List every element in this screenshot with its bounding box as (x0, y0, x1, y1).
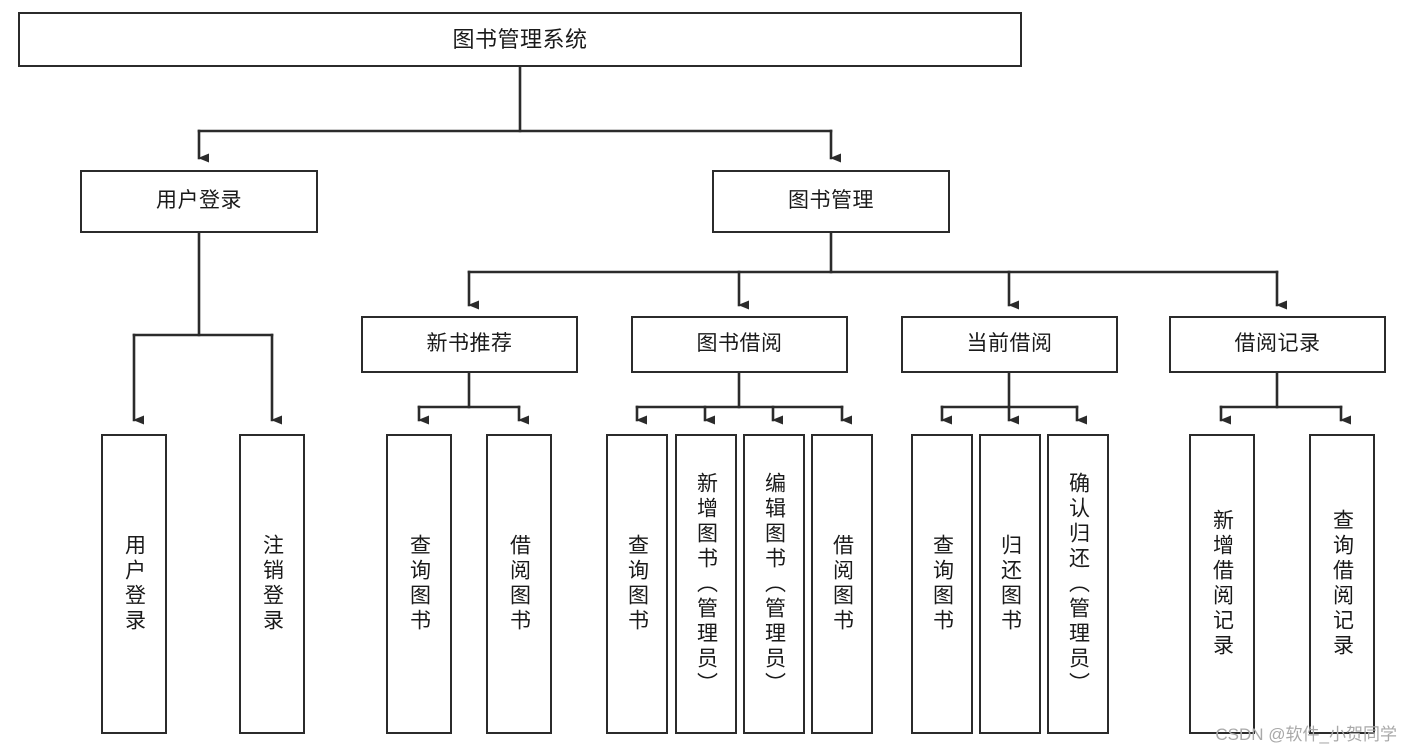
node-label: 查询图书 (407, 534, 431, 634)
node-label: 新书推荐 (426, 332, 513, 356)
node-label: 用户登录 (156, 189, 242, 213)
node-label: 查询图书 (930, 534, 954, 634)
node-label: 新增图书（管理员） (694, 471, 718, 697)
node-label: 查询图书 (625, 534, 649, 634)
node-label: 注销登录 (260, 534, 284, 634)
node-current-borrow[interactable]: 当前借阅 (901, 316, 1118, 373)
leaf-query-book-new[interactable]: 查询图书 (386, 434, 452, 734)
leaf-add-borrow-record[interactable]: 新增借阅记录 (1189, 434, 1255, 734)
node-label: 查询借阅记录 (1330, 509, 1354, 659)
leaf-borrow-book[interactable]: 借阅图书 (811, 434, 873, 734)
node-new-book-recommend[interactable]: 新书推荐 (361, 316, 578, 373)
leaf-return-book[interactable]: 归还图书 (979, 434, 1041, 734)
leaf-add-book-admin[interactable]: 新增图书（管理员） (675, 434, 737, 734)
leaf-borrow-book-new[interactable]: 借阅图书 (486, 434, 552, 734)
node-label: 借阅记录 (1234, 332, 1321, 356)
node-book-management[interactable]: 图书管理 (712, 170, 950, 233)
node-label: 借阅图书 (830, 534, 854, 634)
node-label: 确认归还（管理员） (1066, 471, 1090, 697)
leaf-logout-login[interactable]: 注销登录 (239, 434, 305, 734)
node-label: 图书管理 (788, 189, 874, 213)
node-user-login[interactable]: 用户登录 (80, 170, 318, 233)
node-label: 归还图书 (998, 534, 1022, 634)
node-label: 编辑图书（管理员） (762, 471, 786, 697)
node-label: 图书借阅 (696, 332, 783, 356)
node-root-book-management-system[interactable]: 图书管理系统 (18, 12, 1022, 67)
node-label: 新增借阅记录 (1210, 509, 1234, 659)
node-book-borrow[interactable]: 图书借阅 (631, 316, 848, 373)
node-label: 用户登录 (122, 534, 146, 634)
leaf-confirm-return-admin[interactable]: 确认归还（管理员） (1047, 434, 1109, 734)
csdn-watermark: CSDN @软件_小贺同学 (1215, 725, 1397, 744)
leaf-query-book-current[interactable]: 查询图书 (911, 434, 973, 734)
leaf-edit-book-admin[interactable]: 编辑图书（管理员） (743, 434, 805, 734)
node-borrow-record[interactable]: 借阅记录 (1169, 316, 1386, 373)
node-label: 图书管理系统 (452, 26, 588, 52)
leaf-query-borrow-record[interactable]: 查询借阅记录 (1309, 434, 1375, 734)
leaf-user-login[interactable]: 用户登录 (101, 434, 167, 734)
node-label: 借阅图书 (507, 534, 531, 634)
node-label: 当前借阅 (966, 332, 1053, 356)
leaf-query-book-borrow[interactable]: 查询图书 (606, 434, 668, 734)
